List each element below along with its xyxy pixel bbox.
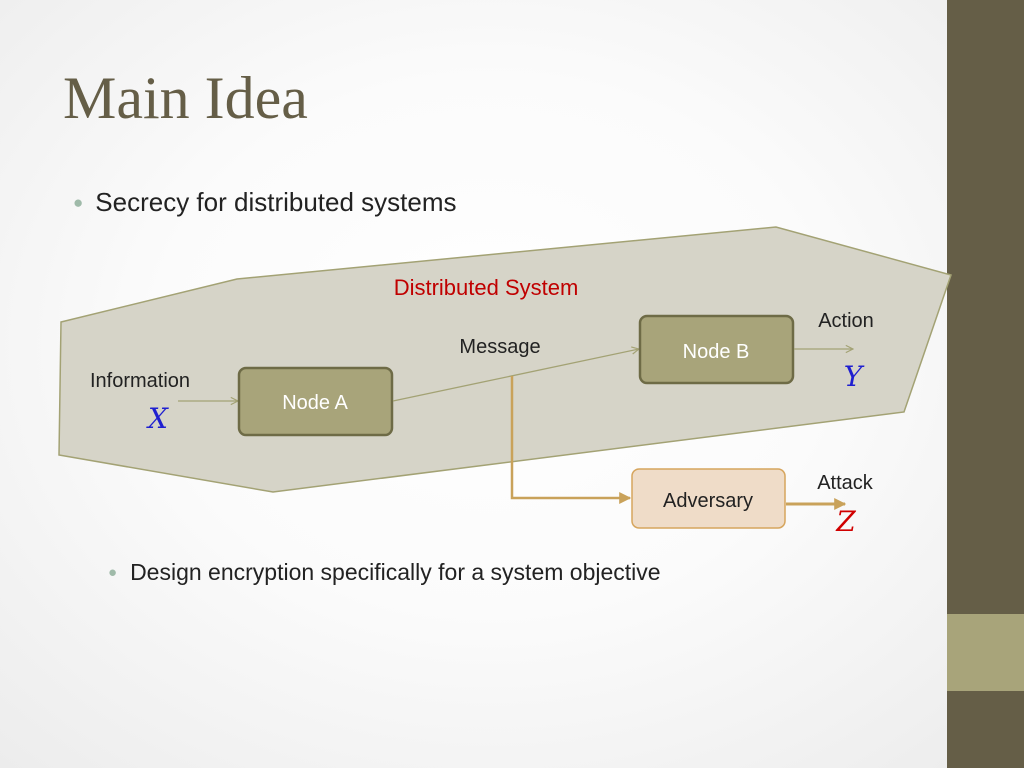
bullet-item-1: ● Secrecy for distributed systems	[73, 187, 457, 218]
action-label: Action	[818, 310, 874, 332]
attack-variable-z: Z	[835, 505, 856, 538]
bullet-text-2: Design encryption specifically for a sys…	[130, 559, 661, 585]
bullet-dot-icon: ●	[108, 564, 118, 581]
sidebar-accent-block	[947, 614, 1024, 691]
input-variable-x: X	[146, 402, 169, 435]
eavesdrop-arrow	[510, 376, 632, 504]
information-label: Information	[90, 370, 190, 392]
system-label: Distributed System	[394, 275, 579, 300]
node-b: Node B	[638, 314, 795, 385]
message-label: Message	[459, 336, 540, 358]
message-arrow	[392, 349, 639, 402]
bullet-item-2: ● Design encryption specifically for a s…	[108, 559, 661, 586]
slide-title: Main Idea	[63, 65, 308, 131]
adversary-node: Adversary	[631, 468, 786, 529]
bullet-dot-icon: ●	[73, 192, 84, 212]
output-variable-y: Y	[844, 360, 865, 393]
node-a: Node A	[237, 366, 394, 437]
node-b-label: Node B	[683, 341, 750, 363]
bullet-text-1: Secrecy for distributed systems	[95, 187, 457, 217]
node-a-label: Node A	[282, 392, 348, 414]
system-boundary-region	[58, 226, 952, 493]
adversary-label: Adversary	[663, 490, 753, 512]
attack-label: Attack	[817, 472, 874, 494]
